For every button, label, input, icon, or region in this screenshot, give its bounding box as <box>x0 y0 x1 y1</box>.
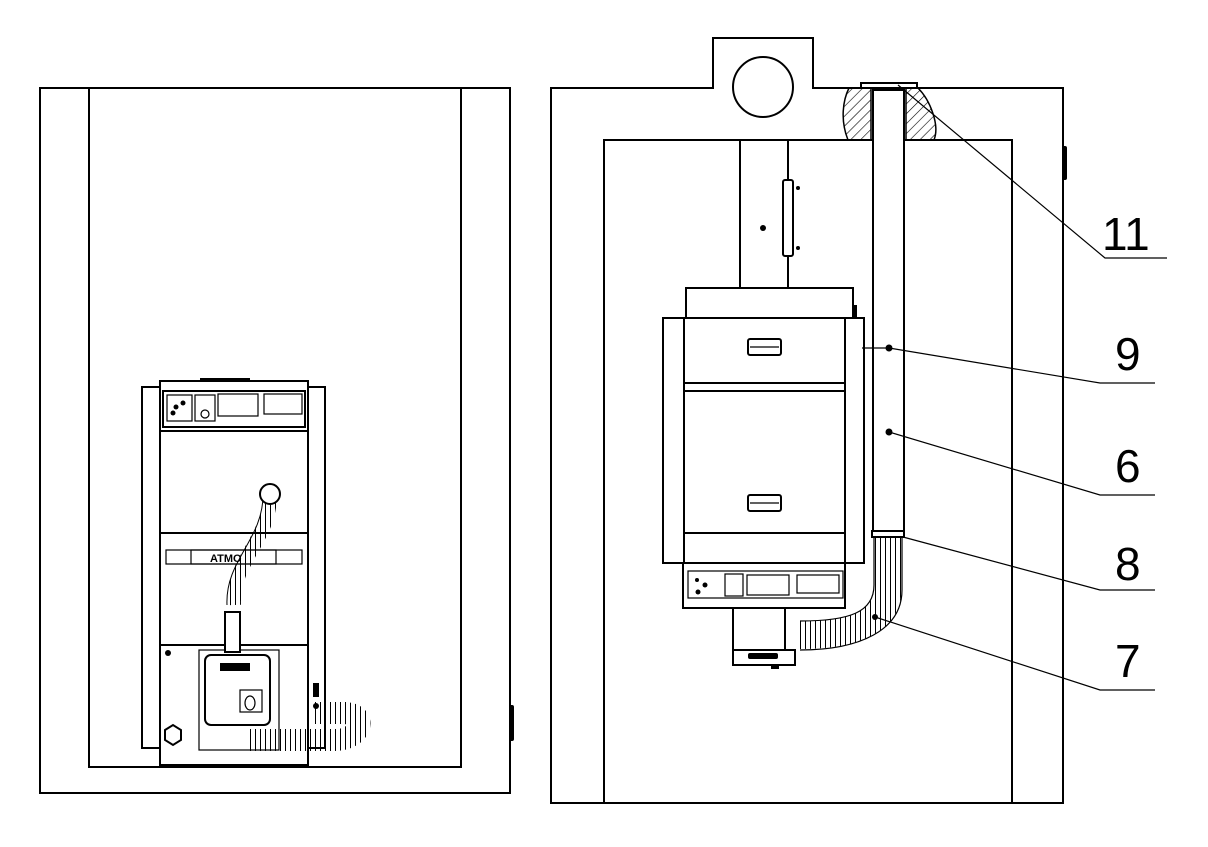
chimney-cap <box>860 82 918 89</box>
feed-hose-upper <box>226 494 277 606</box>
right-room-inner-wall <box>603 139 1013 803</box>
chimney-opening <box>732 56 794 118</box>
right-boiler <box>662 287 905 669</box>
callout-7: 7 <box>872 614 1155 691</box>
callout-label-6: 6 <box>1115 440 1141 492</box>
left-wall-bump <box>509 705 514 741</box>
flue-pipe <box>872 89 905 534</box>
flexible-hose-bend <box>799 536 902 649</box>
left-room-outline <box>39 87 511 794</box>
callout-6: 6 <box>885 428 1155 496</box>
right-view: 11 9 6 8 7 <box>550 37 1167 804</box>
callout-label-9: 9 <box>1115 328 1141 380</box>
right-room-outline <box>550 37 1064 804</box>
callout-label-8: 8 <box>1115 538 1141 590</box>
callout-8: 8 <box>902 536 1155 591</box>
callout-11: 11 <box>897 84 1167 260</box>
callout-9: 9 <box>862 328 1155 384</box>
right-wall-bump <box>1062 146 1067 180</box>
vertical-duct <box>739 140 789 288</box>
wall-section-hatch-left <box>842 87 872 141</box>
feed-hose-lower <box>250 702 371 751</box>
control-panel <box>162 390 306 428</box>
left-boiler: ATMO <box>141 378 371 768</box>
left-view: ATMO <box>39 87 514 794</box>
callout-label-11: 11 <box>1102 208 1150 260</box>
callout-label-7: 7 <box>1115 635 1141 687</box>
wall-section-hatch-right <box>905 87 937 141</box>
boiler-logo: ATMO <box>210 553 242 565</box>
star-knob <box>164 723 182 747</box>
